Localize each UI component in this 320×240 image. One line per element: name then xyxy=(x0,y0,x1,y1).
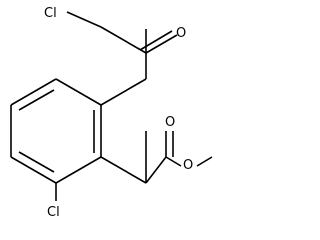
ring-double-bond xyxy=(18,151,55,173)
methyl-acetate-chain xyxy=(55,131,213,201)
ester-carbon-to-oxygen-bond xyxy=(165,156,182,167)
ring-bond xyxy=(55,156,102,184)
ester-ether-oxygen-label: O xyxy=(183,158,193,173)
chlorine-top-label: Cl xyxy=(44,6,57,21)
ketone-double-bond xyxy=(145,34,178,54)
ring-bond xyxy=(10,156,57,184)
ketone-double-bond xyxy=(139,30,173,51)
ring-bond xyxy=(10,78,57,106)
benzene-ring xyxy=(10,78,102,184)
chloroacetonyl-chain xyxy=(66,11,178,106)
oxygen-to-methyl-bond xyxy=(196,156,213,167)
ester-carbonyl-oxygen-label: O xyxy=(165,115,175,130)
ring-to-ch2-bond xyxy=(100,78,147,106)
ring-to-ch2-bond xyxy=(100,156,147,184)
chemical-structure: Cl O O O Cl xyxy=(10,6,213,220)
carbonyl-to-ch2-bond xyxy=(100,26,147,54)
ring-double-bond xyxy=(18,89,55,111)
chlorine-bottom-label: Cl xyxy=(47,205,60,220)
ch2-to-cl-bond xyxy=(66,11,102,28)
ring-bond xyxy=(55,78,102,106)
ch2-to-ester-carbon-bond xyxy=(145,156,167,184)
ketone-oxygen-label: O xyxy=(176,26,186,41)
